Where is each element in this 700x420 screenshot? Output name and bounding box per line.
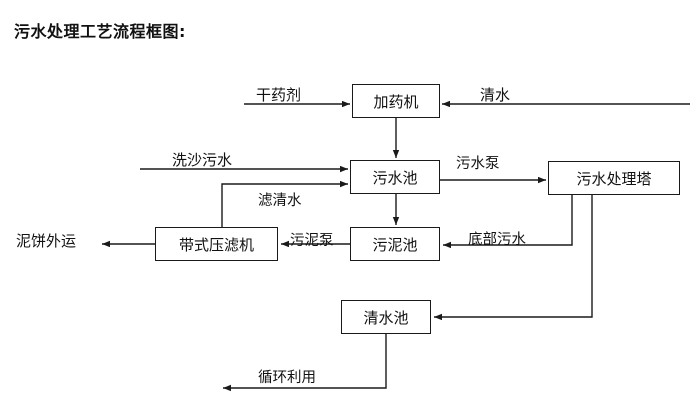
terminal-mud-cake-transport: 泥饼外运	[16, 232, 77, 250]
edge-label-recycle-use: 循环利用	[258, 370, 316, 386]
node-sludge-pool[interactable]: 污泥池	[350, 227, 440, 261]
terminal-sand-washing-sewage: 洗沙污水	[172, 151, 233, 169]
edge-clean-pool-recycle	[223, 334, 387, 392]
edge-label-bottom-sewage: 底部污水	[468, 232, 526, 248]
node-dosing-machine[interactable]: 加药机	[352, 84, 440, 118]
node-sludge-pool-label: 污泥池	[372, 235, 418, 254]
page-title: 污水处理工艺流程框图:	[14, 22, 186, 41]
node-belt-filter-press[interactable]: 带式压滤机	[155, 227, 278, 261]
terminal-dry-agent: 干药剂	[256, 86, 302, 104]
node-treatment-tower-label: 污水处理塔	[576, 169, 652, 188]
node-clean-water-pool-label: 清水池	[363, 308, 409, 327]
node-belt-filter-press-label: 带式压滤机	[178, 235, 254, 254]
edge-tower-to-clean-pool	[434, 195, 593, 321]
edge-label-sludge-pump: 污泥泵	[290, 233, 334, 249]
edge-label-sewage-pump: 污水泵	[456, 156, 500, 172]
terminal-clean-water: 清水	[480, 86, 511, 104]
node-clean-water-pool[interactable]: 清水池	[341, 300, 431, 334]
node-treatment-tower[interactable]: 污水处理塔	[548, 161, 680, 195]
node-dosing-machine-label: 加药机	[373, 92, 419, 111]
edge-tower-bottom-to-sludge-pool	[443, 195, 573, 249]
edge-label-filtrate-water: 滤清水	[258, 193, 302, 209]
edge-filtrate-to-sewage-pool	[221, 180, 348, 227]
node-sewage-pool-label: 污水池	[372, 168, 418, 187]
node-sewage-pool[interactable]: 污水池	[350, 160, 440, 194]
